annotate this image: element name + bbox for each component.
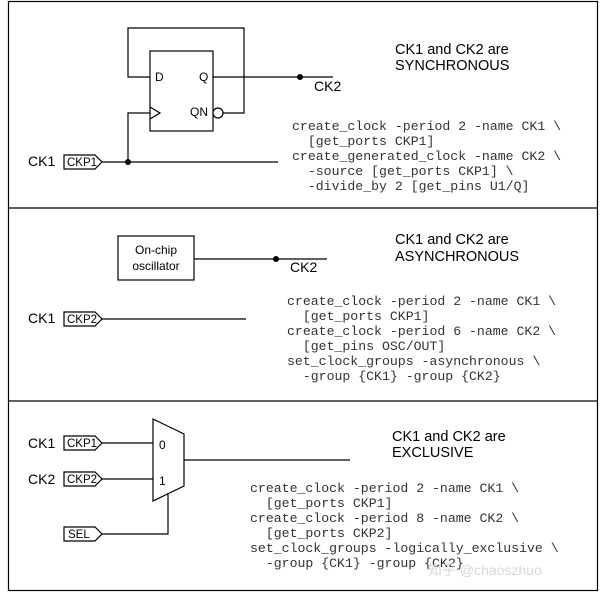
panel2-code-line4: [get_pins OSC/OUT] bbox=[287, 339, 445, 354]
mux-port-ckp1 bbox=[63, 435, 103, 451]
panel2-heading-line1: CK1 and CK2 are bbox=[395, 232, 509, 248]
panel-exclusive: CK1 and CK2 are EXCLUSIVE 0 1 CK1 CKP1 C… bbox=[28, 418, 559, 571]
panel3-code-line2: [get_ports CKP1] bbox=[250, 496, 392, 511]
input-port-ckp1 bbox=[63, 154, 103, 170]
mux-port-sel-label: SEL bbox=[68, 529, 90, 541]
mux-input1-label: 1 bbox=[159, 474, 166, 488]
ck2-node-dot bbox=[297, 74, 303, 80]
panel2-code-line2: [get_ports CKP1] bbox=[287, 309, 429, 324]
panel3-heading-line1: CK1 and CK2 are bbox=[392, 429, 506, 445]
panel3-ck1-label: CK1 bbox=[28, 435, 55, 451]
panel3-ck2-label: CK2 bbox=[28, 471, 55, 487]
panel3-heading-line2: EXCLUSIVE bbox=[392, 445, 474, 461]
panel3-code-line3: create_clock -period 8 -name CK2 \ bbox=[250, 511, 519, 526]
mux-port-ckp1-label: CKP1 bbox=[67, 438, 97, 450]
panel3-code-line4: [get_ports CKP2] bbox=[250, 526, 392, 541]
panel2-code-line5: set_clock_groups -asynchronous \ bbox=[287, 354, 540, 369]
mux-input0-label: 0 bbox=[159, 438, 166, 452]
mux-port-ckp2-label: CKP2 bbox=[67, 474, 97, 486]
panel3-code-line1: create_clock -period 2 -name CK1 \ bbox=[250, 481, 519, 496]
panel2-code-line6: -group {CK1} -group {CK2} bbox=[287, 369, 501, 384]
mux-port-sel bbox=[63, 526, 103, 542]
panel1-code-line4: -source [get_ports CKP1] \ bbox=[292, 164, 514, 179]
panel-asynchronous: CK1 and CK2 are ASYNCHRONOUS On-chip osc… bbox=[28, 232, 556, 384]
watermark: 知乎 @chaoszhuo bbox=[428, 562, 542, 578]
panel1-ck1-label: CK1 bbox=[28, 153, 55, 169]
panel1-code-line1: create_clock -period 2 -name CK1 \ bbox=[292, 119, 561, 134]
input-port-ckp2 bbox=[63, 311, 103, 327]
flop-qn-pin-label: QN bbox=[190, 105, 208, 119]
oscillator-box bbox=[117, 235, 195, 281]
feedback-wire bbox=[127, 27, 245, 114]
panel1-code-line2: [get_ports CKP1] bbox=[292, 134, 434, 149]
flop-d-pin-label: D bbox=[155, 70, 164, 84]
panel1-heading-line2: SYNCHRONOUS bbox=[395, 58, 509, 74]
multiplexer-shape bbox=[152, 418, 185, 502]
clock-triangle-icon bbox=[149, 106, 162, 120]
panel-synchronous: CK1 and CK2 are SYNCHRONOUS D Q QN CK2 C… bbox=[28, 27, 561, 194]
panel2-heading-line2: ASYNCHRONOUS bbox=[395, 249, 519, 265]
panel2-code-line3: create_clock -period 6 -name CK2 \ bbox=[287, 324, 556, 339]
outer-frame bbox=[7, 0, 599, 592]
inversion-bubble-icon bbox=[212, 107, 224, 119]
panel2-ck2-label: CK2 bbox=[290, 259, 317, 275]
panel1-heading-line1: CK1 and CK2 are bbox=[395, 42, 509, 58]
ck1-node-dot bbox=[125, 159, 131, 165]
panel2-ck2-node-dot bbox=[273, 256, 279, 262]
osc-label-line2: oscillator bbox=[132, 259, 179, 273]
panel1-ck2-label: CK2 bbox=[314, 78, 341, 94]
panel1-code-line5: -divide_by 2 [get_pins U1/Q] bbox=[292, 179, 529, 194]
panel1-code-line3: create_generated_clock -name CK2 \ bbox=[292, 149, 561, 164]
sel-wire bbox=[102, 493, 169, 535]
panel2-code-line1: create_clock -period 2 -name CK1 \ bbox=[287, 294, 556, 309]
panel3-code-line6: -group {CK1} -group {CK2} bbox=[250, 556, 464, 571]
panel1-port-label: CKP1 bbox=[67, 157, 97, 169]
clock-pin-wire bbox=[127, 112, 150, 162]
mux-port-ckp2 bbox=[63, 471, 103, 487]
flip-flop-box bbox=[149, 50, 214, 132]
panel3-code-line5: set_clock_groups -logically_exclusive \ bbox=[250, 541, 559, 556]
osc-label-line1: On-chip bbox=[135, 243, 177, 257]
panel2-port-label: CKP2 bbox=[67, 314, 97, 326]
panel2-ck1-label: CK1 bbox=[28, 310, 55, 326]
flop-q-pin-label: Q bbox=[199, 70, 208, 84]
